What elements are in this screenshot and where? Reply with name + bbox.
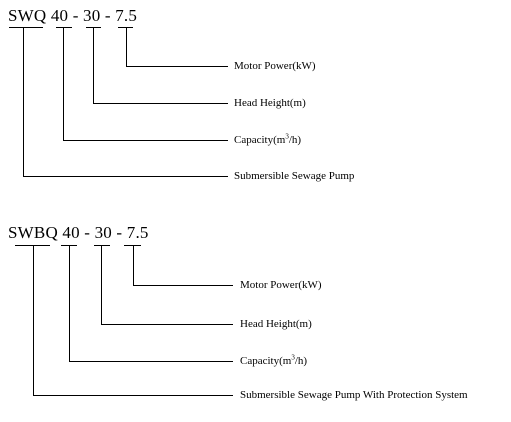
pump-type-label: Submersible Sewage Pump With Protection …	[240, 389, 468, 401]
pump-type-label: Submersible Sewage Pump	[234, 170, 355, 182]
code-prefix: SWQ	[8, 6, 47, 25]
head-height-label: Head Height(m)	[240, 318, 312, 330]
code-separator: -	[84, 223, 91, 242]
code-capacity: 40	[50, 6, 69, 25]
code-separator: -	[104, 6, 111, 25]
motor-power-label: Motor Power(kW)	[234, 60, 316, 72]
code-power: 7.5	[126, 223, 149, 242]
code-head: 30	[83, 6, 101, 25]
capacity-label: Capacity(m3/h)	[234, 132, 302, 146]
motor-power-label: Motor Power(kW)	[240, 279, 322, 291]
code-prefix: SWBQ	[8, 223, 58, 242]
code-power: 7.5	[115, 6, 138, 25]
head-height-label: Head Height(m)	[234, 97, 306, 109]
code-head: 30	[94, 223, 112, 242]
capacity-label: Capacity(m3/h)	[240, 353, 308, 367]
swbq-model-code: SWBQ 40 - 30 - 7.5	[8, 223, 149, 243]
code-capacity: 40	[62, 223, 80, 242]
code-separator: -	[72, 6, 79, 25]
swq-model-code: SWQ 40 - 30 - 7.5	[8, 6, 137, 26]
code-separator: -	[116, 223, 123, 242]
